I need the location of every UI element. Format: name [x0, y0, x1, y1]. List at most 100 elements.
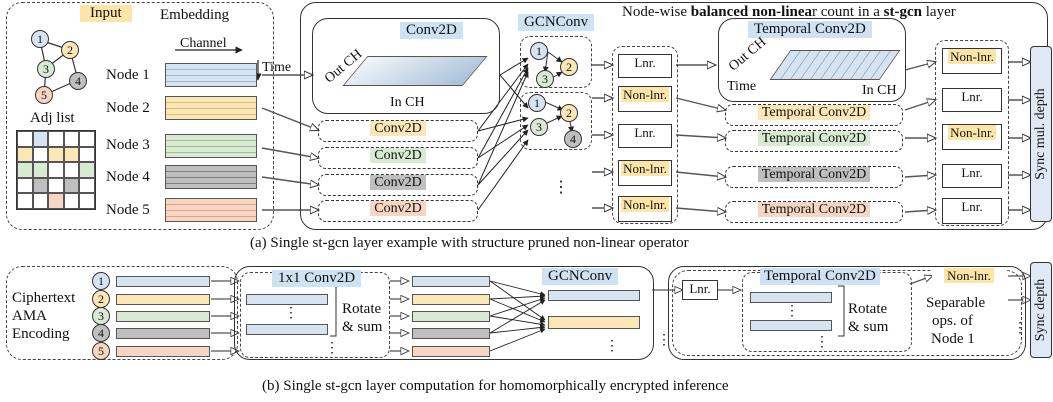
- sync-depth-bar-b: [1030, 262, 1052, 358]
- b-separable-1: Separable: [926, 295, 986, 311]
- encoding-panel: [6, 266, 238, 360]
- node-label-2: Node 2: [106, 100, 150, 116]
- left-op-1: Lnr.: [618, 54, 672, 78]
- temporal-row-node4: Temporal Conv2D: [725, 166, 903, 188]
- b-lnr-op: Lnr.: [682, 280, 718, 300]
- graph-node-3: 3: [37, 60, 55, 78]
- temporal-in-ch: In CH: [862, 83, 897, 98]
- b-rotate-label-2: Rotate: [848, 301, 888, 317]
- b-gcn-ellipsis: ⋮: [605, 339, 619, 354]
- node-label-5: Node 5: [106, 202, 150, 218]
- gcn-node-4: 4: [564, 130, 582, 148]
- temporal-row-label: Temporal Conv2D: [757, 202, 871, 217]
- right-op-2: Lnr.: [942, 88, 1002, 112]
- b-right-ellipsis: ⋮: [1013, 321, 1027, 336]
- gcn-node-3: 3: [536, 70, 554, 88]
- temporal-row-node5: Temporal Conv2D: [725, 201, 903, 223]
- conv2d-row-node2: Conv2D: [318, 120, 478, 142]
- b-gcn-bar-1: [548, 290, 640, 301]
- b-temporal-ellipsis: ⋮: [785, 304, 799, 319]
- graph-node-2: 2: [61, 41, 79, 59]
- temporal-row-label: Temporal Conv2D: [757, 131, 871, 146]
- conv2d-row-label: Conv2D: [370, 175, 426, 190]
- conv2d-row-node4: Conv2D: [318, 174, 478, 196]
- time-label: Time: [262, 60, 292, 75]
- op-label: Lnr.: [689, 281, 711, 296]
- b-cipher-4: [116, 328, 210, 339]
- b-temporal-title: Temporal Conv2D: [760, 268, 880, 285]
- node-5-embedding: [165, 198, 257, 222]
- b-mid-5: [412, 346, 490, 357]
- b-temporal-bar-1: [750, 292, 832, 303]
- b-conv-ellipsis: ⋮: [284, 306, 298, 321]
- sync-mul-depth-label: Sync mul. depth: [1033, 88, 1048, 180]
- b-conv-panel: [234, 266, 654, 360]
- node-label-4: Node 4: [106, 169, 150, 185]
- gcnconv-title: GCNConv: [518, 14, 595, 31]
- left-op-2: Non-lnr.: [618, 86, 672, 112]
- b-cipher-3: [116, 311, 210, 322]
- left-ops-column: [612, 46, 678, 224]
- b-nonlnr-op: Non-lnr.: [932, 268, 1006, 290]
- b-mid-2: [412, 294, 490, 305]
- temporal-row-node2: Temporal Conv2D: [725, 104, 903, 126]
- adj-list-label: Adj list: [30, 110, 75, 126]
- node-3-embedding: [165, 134, 257, 158]
- b-node-5: 5: [92, 342, 110, 360]
- b-conv-title: 1x1 Conv2D: [272, 270, 362, 287]
- node-4-embedding: [165, 165, 257, 189]
- temporal-row-label: Temporal Conv2D: [757, 105, 871, 120]
- b-conv-bar-1: [246, 294, 328, 305]
- op-label: Lnr.: [634, 55, 656, 70]
- temporal-row-label: Temporal Conv2D: [757, 167, 871, 182]
- b-node-4: 4: [92, 324, 110, 342]
- gcn-subgraph-2: [520, 92, 592, 150]
- gcn-node-3: 3: [530, 118, 548, 136]
- conv2d-kernel: [342, 56, 488, 86]
- conv2d-block: [312, 18, 500, 114]
- right-op-5: Lnr.: [942, 198, 1002, 224]
- encoding-line-3: Encoding: [12, 326, 70, 342]
- layer-header: Node-wise balanced non-linear count in a…: [622, 5, 956, 20]
- temporal-row-node3: Temporal Conv2D: [725, 130, 903, 152]
- op-label: Lnr.: [634, 125, 656, 140]
- conv2d-row-node3: Conv2D: [318, 147, 478, 169]
- b-gcn-bar-2: [548, 316, 640, 329]
- b-mid-1: [412, 276, 490, 287]
- op-label: Lnr.: [961, 89, 983, 104]
- encoding-line-2: AMA: [12, 308, 48, 324]
- b-rotate-label: Rotate: [342, 301, 382, 317]
- header-text-3: layer: [922, 4, 956, 20]
- header-bold-2: st-gcn: [883, 4, 922, 20]
- conv2d-row-label: Conv2D: [370, 121, 426, 136]
- conv2d-row-label: Conv2D: [370, 201, 426, 216]
- temporal-kernel: [769, 50, 901, 80]
- gcn-node-2: 2: [560, 58, 578, 76]
- right-op-3: Non-lnr.: [942, 124, 1002, 150]
- in-ch-label: In CH: [390, 95, 425, 110]
- temporal-conv2d-block: [718, 18, 906, 102]
- b-temporal-ellipsis-2: ⋮: [815, 335, 829, 350]
- input-label: Input: [80, 5, 132, 22]
- encoding-line-1: Ciphertext: [12, 290, 76, 306]
- right-op-1: Non-lnr.: [942, 48, 1002, 74]
- b-temporal-bar-2: [750, 320, 832, 331]
- graph-node-1: 1: [31, 30, 49, 48]
- b-node-1: 1: [92, 272, 110, 290]
- b-conv-bar-2: [246, 324, 328, 335]
- b-cipher-2: [116, 294, 210, 305]
- gcn-subgraph-1: [520, 36, 592, 88]
- op-label: Non-lnr.: [948, 125, 996, 140]
- temporal-conv2d-title: Temporal Conv2D: [748, 21, 872, 38]
- b-separable-2: ops. of: [932, 313, 973, 329]
- conv2d-title: Conv2D: [400, 22, 463, 39]
- graph-node-4: 4: [69, 72, 87, 90]
- gcn-node-1: 1: [528, 94, 546, 112]
- left-op-5: Non-lnr.: [618, 196, 672, 222]
- caption-b: (b) Single st-gcn layer computation for …: [262, 378, 729, 394]
- op-label: Non-lnr.: [948, 49, 996, 64]
- gcn-ellipsis: ⋮: [553, 179, 569, 196]
- caption-a: (a) Single st-gcn layer example with str…: [250, 235, 689, 251]
- channel-label: Channel: [180, 36, 227, 51]
